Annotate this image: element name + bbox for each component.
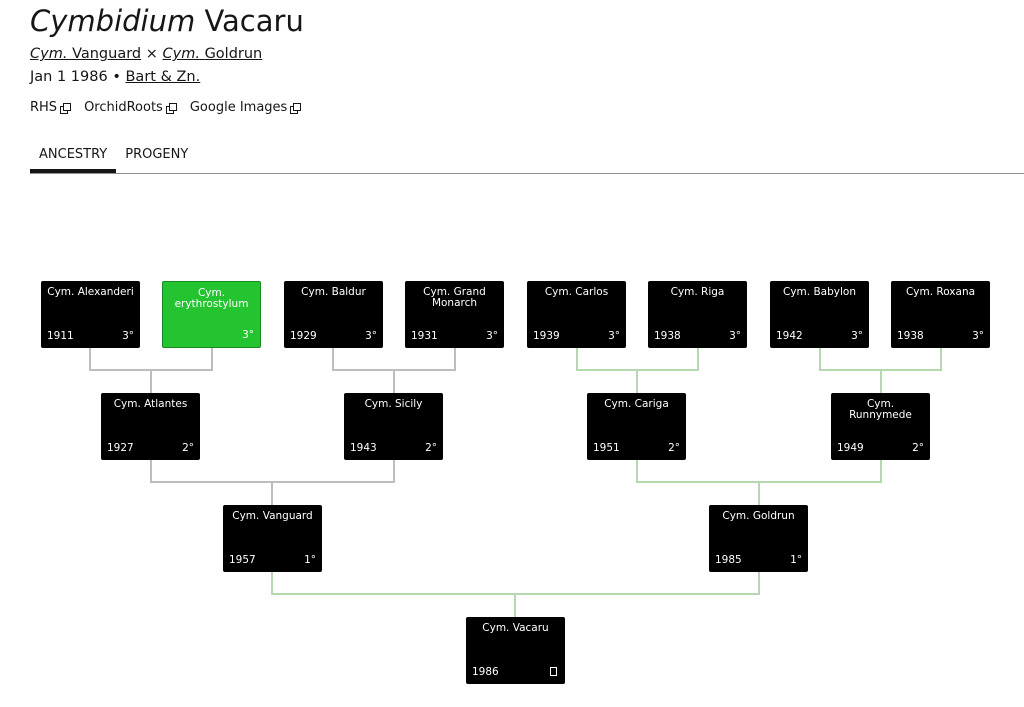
connector (89, 347, 213, 393)
node-generation: 2° (668, 442, 680, 454)
node-name: Cym. Vanguard (232, 510, 313, 522)
separator: • (112, 69, 121, 85)
node-year: 1942 (776, 330, 803, 342)
ancestor-node[interactable]: Cym. Runnymede 1949 2° (831, 393, 930, 460)
node-generation: 2° (182, 442, 194, 454)
node-name: Cym. Grand Monarch (423, 286, 486, 309)
node-name: Cym. Vacaru (482, 622, 549, 634)
connector (819, 347, 942, 393)
tab-bar: ANCESTRY PROGENY (30, 140, 1024, 174)
node-name: Cym. Baldur (301, 286, 366, 298)
connector (271, 571, 760, 617)
orchidroots-link-label: OrchidRoots (84, 100, 163, 115)
node-name: Cym. Babylon (783, 286, 856, 298)
seed-parent-link[interactable]: Cym. Vanguard (30, 46, 141, 62)
node-name: Cym. erythrostylum (174, 287, 249, 310)
pollen-parent-abbr: Cym. (162, 46, 200, 62)
registrant-link[interactable]: Bart & Zn. (125, 69, 201, 85)
node-year: 1949 (837, 442, 864, 454)
external-link-icon (165, 103, 177, 114)
tab-progeny[interactable]: PROGENY (125, 147, 189, 162)
orchidroots-link[interactable]: OrchidRoots (84, 99, 177, 117)
node-year: 1931 (411, 330, 438, 342)
seed-parent-abbr: Cym. (30, 46, 68, 62)
node-year: 1943 (350, 442, 377, 454)
node-name: Cym. Atlantes (113, 398, 188, 410)
node-generation: 3° (122, 330, 134, 342)
node-name: Cym. Riga (670, 286, 725, 298)
node-year: 1939 (533, 330, 560, 342)
node-generation: 2° (425, 442, 437, 454)
rhs-link-label: RHS (30, 100, 58, 115)
registration-date: Jan 1 1986 (30, 69, 108, 85)
node-generation: 2° (912, 442, 924, 454)
ancestor-node[interactable]: Cym. Baldur 1929 3° (284, 281, 383, 348)
ancestor-node[interactable]: Cym. Sicily 1943 2° (344, 393, 443, 460)
google-images-link-label: Google Images (189, 100, 288, 115)
pollen-parent-name: Goldrun (204, 46, 263, 62)
registration-info: Jan 1 1986 • Bart & Zn. (30, 67, 200, 87)
ancestor-node[interactable]: Cym. Goldrun 1985 1° (709, 505, 808, 572)
node-name: Cym. Carlos (544, 286, 609, 298)
ancestor-node[interactable]: Cym. Cariga 1951 2° (587, 393, 686, 460)
node-name: Cym. Sicily (364, 398, 423, 410)
node-generation: 3° (486, 330, 498, 342)
node-generation: 3° (972, 330, 984, 342)
ancestor-node[interactable]: Cym. Riga 1938 3° (648, 281, 747, 348)
seed-parent-name: Vanguard (72, 46, 142, 62)
tab-ancestry[interactable]: ANCESTRY (30, 140, 117, 173)
cross-symbol: × (145, 46, 158, 62)
node-year: 1985 (715, 554, 742, 566)
ancestor-node[interactable]: Cym. Alexanderi 1911 3° (41, 281, 140, 348)
grex-name: Vacaru (204, 4, 304, 38)
node-year: 1938 (897, 330, 924, 342)
pollen-parent-link[interactable]: Cym. Goldrun (163, 46, 263, 62)
document-icon (550, 667, 557, 676)
connector (150, 459, 395, 505)
ancestor-node[interactable]: Cym. Roxana 1938 3° (891, 281, 990, 348)
root-node[interactable]: Cym. Vacaru 1986 (466, 617, 565, 684)
ancestor-node[interactable]: Cym. Atlantes 1927 2° (101, 393, 200, 460)
page-title: Cymbidium Vacaru (30, 2, 304, 40)
node-generation: 3° (242, 329, 254, 341)
node-generation: 3° (851, 330, 863, 342)
external-link-icon (290, 103, 302, 114)
ancestor-node[interactable]: Cym. Grand Monarch 1931 3° (405, 281, 504, 348)
node-year: 1927 (107, 442, 134, 454)
ancestor-node[interactable]: Cym. Vanguard 1957 1° (223, 505, 322, 572)
node-year: 1951 (593, 442, 620, 454)
node-name: Cym. Cariga (604, 398, 669, 410)
ancestor-node[interactable]: Cym. Carlos 1939 3° (527, 281, 626, 348)
external-link-icon (60, 103, 72, 114)
node-year: 1957 (229, 554, 256, 566)
genus-name: Cymbidium (30, 4, 196, 38)
node-year: 1929 (290, 330, 317, 342)
node-year: 1938 (654, 330, 681, 342)
node-year: 1986 (472, 666, 499, 678)
node-generation: 1° (304, 554, 316, 566)
node-generation: 3° (729, 330, 741, 342)
node-year: 1911 (47, 330, 74, 342)
external-links: RHS OrchidRoots Google Images (30, 99, 302, 117)
connector (332, 347, 456, 393)
google-images-link[interactable]: Google Images (189, 99, 302, 117)
parentage: Cym. Vanguard × Cym. Goldrun (30, 44, 262, 64)
node-name: Cym. Goldrun (722, 510, 795, 522)
rhs-link[interactable]: RHS (30, 99, 72, 117)
node-name: Cym. Roxana (905, 286, 976, 298)
connector (576, 347, 699, 393)
node-generation: 3° (365, 330, 377, 342)
node-name: Cym. Runnymede (849, 398, 912, 421)
ancestor-node-species[interactable]: Cym. erythrostylum 3° (162, 281, 261, 348)
node-generation: 3° (608, 330, 620, 342)
connector (636, 459, 882, 505)
ancestor-node[interactable]: Cym. Babylon 1942 3° (770, 281, 869, 348)
node-generation: 1° (790, 554, 802, 566)
node-name: Cym. Alexanderi (47, 286, 134, 298)
